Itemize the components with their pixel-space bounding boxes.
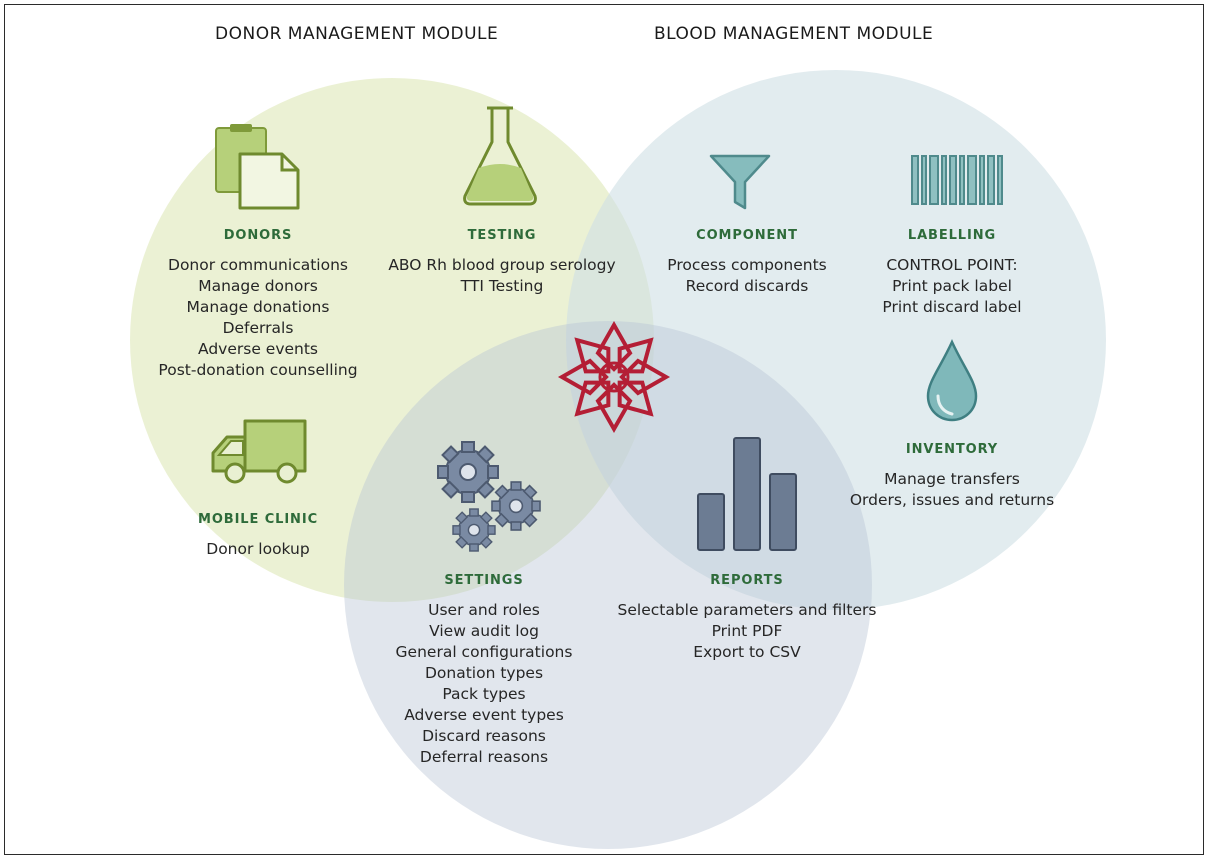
section-item: User and roles — [428, 601, 540, 619]
donor-module-title: DONOR MANAGEMENT MODULE — [215, 24, 499, 44]
logo-icon — [557, 320, 671, 434]
bar-short — [697, 493, 725, 551]
section-item: Donor communications — [168, 256, 348, 274]
section-item: Manage transfers — [884, 470, 1020, 488]
bar-medium — [769, 473, 797, 551]
blood-module-title: BLOOD MANAGEMENT MODULE — [654, 24, 934, 44]
mobile-clinic-section: MOBILE CLINIC Donor lookup — [198, 512, 318, 560]
section-item: Donor lookup — [206, 540, 310, 558]
section-item: Orders, issues and returns — [849, 491, 1055, 509]
barcode-icon — [911, 155, 1003, 205]
section-item: Adverse events — [197, 340, 319, 358]
section-item: CONTROL POINT: — [886, 256, 1018, 274]
section-item: Manage donors — [198, 277, 318, 295]
flask-icon — [463, 106, 537, 206]
bar-chart-icon — [697, 437, 797, 551]
labelling-section: LABELLING CONTROL POINT: Print pack label… — [882, 228, 1021, 318]
donors-title: DONORS — [223, 228, 293, 243]
mobile-clinic-title: MOBILE CLINIC — [197, 512, 319, 527]
section-item: View audit log — [429, 622, 539, 640]
drop-icon — [926, 339, 978, 422]
section-item: Process components — [667, 256, 827, 274]
section-item: Adverse event types — [404, 706, 564, 724]
inventory-title: INVENTORY — [905, 442, 999, 457]
section-item: Record discards — [685, 277, 809, 295]
testing-title: TESTING — [467, 228, 537, 243]
section-item: Deferrals — [222, 319, 294, 337]
section-item: Print pack label — [892, 277, 1012, 295]
section-item: Deferral reasons — [419, 748, 549, 766]
component-title: COMPONENT — [696, 228, 798, 243]
truck-icon — [211, 419, 307, 484]
section-item: Print discard label — [882, 298, 1022, 316]
section-item: Manage donations — [186, 298, 330, 316]
section-item: General configurations — [395, 643, 573, 661]
section-item: Export to CSV — [693, 643, 801, 661]
mobile-clinic-items: Donor lookup — [198, 539, 318, 560]
reports-section: REPORTS Selectable parameters and filter… — [618, 573, 877, 663]
section-item: Post-donation counselling — [158, 361, 358, 379]
labelling-title: LABELLING — [907, 228, 997, 243]
section-item: Donation types — [424, 664, 544, 682]
document-icon — [215, 124, 300, 210]
diagram-frame — [4, 4, 1204, 855]
settings-title: SETTINGS — [444, 573, 524, 588]
section-item: Pack types — [442, 685, 526, 703]
reports-title: REPORTS — [710, 573, 784, 588]
section-item: ABO Rh blood group serology — [388, 256, 616, 274]
section-item: TTI Testing — [460, 277, 544, 295]
section-item: Print PDF — [711, 622, 783, 640]
section-item: Selectable parameters and filters — [617, 601, 877, 619]
section-item: Discard reasons — [422, 727, 546, 745]
bar-tall — [733, 437, 761, 551]
funnel-icon — [709, 154, 771, 210]
gears-icon — [437, 441, 541, 552]
